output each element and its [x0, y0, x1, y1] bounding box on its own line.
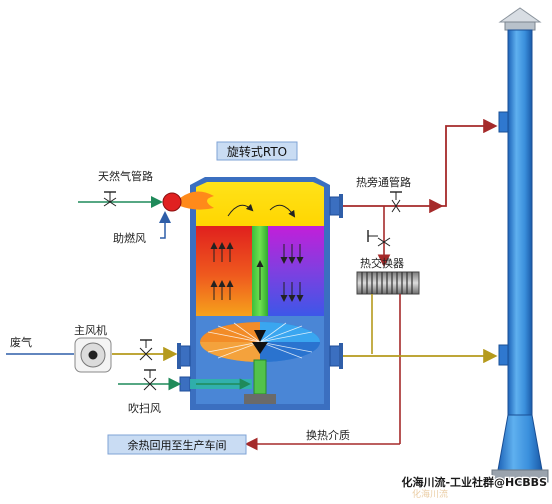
ceramic-bed-right — [268, 226, 324, 316]
bed-flow-arrows — [210, 203, 304, 302]
ceramic-bed-left — [196, 226, 252, 316]
stack-cap — [498, 7, 542, 23]
rto-vessel — [177, 177, 343, 410]
title-rto: 旋转式RTO — [227, 144, 287, 159]
purge-air-line — [118, 369, 252, 391]
label-main-fan: 主风机 — [74, 323, 107, 337]
title-box — [216, 141, 298, 161]
main-fan — [74, 337, 112, 373]
exhaust-stack — [491, 7, 549, 483]
watermark-faint: 化海川流 — [412, 488, 448, 500]
combustion-chamber — [196, 182, 324, 226]
natural-gas-line — [78, 191, 163, 208]
label-natural-gas-pipe: 天然气管路 — [98, 169, 153, 183]
heat-exchanger-lines — [244, 294, 401, 451]
stack-body — [507, 29, 533, 416]
burner-flame — [180, 191, 214, 210]
hot-bypass-line — [343, 118, 498, 268]
waste-heat-reuse-box — [107, 434, 247, 455]
label-heat-medium: 换热介质 — [306, 428, 350, 442]
label-heat-exchanger: 热交换器 — [360, 256, 404, 270]
drive-shaft — [253, 359, 267, 395]
heat-exchanger-body — [356, 271, 420, 295]
burner — [162, 191, 214, 212]
waste-gas-line — [6, 339, 178, 362]
combustion-air-line — [159, 211, 171, 239]
rotary-distributor — [200, 322, 320, 362]
label-bypass-pipe: 热旁通管路 — [356, 175, 411, 189]
label-purge-air: 吹扫风 — [128, 402, 161, 415]
label-waste-heat-reuse: 余热回用至生产车间 — [128, 438, 227, 452]
label-combustion-air: 助燃风 — [113, 231, 146, 245]
burner-head — [162, 192, 182, 212]
watermark: 化海川流-工业社群@HCBBS — [401, 475, 547, 489]
drive-base — [244, 394, 276, 404]
label-waste-gas: 废气 — [10, 335, 32, 349]
heat-exchanger — [356, 271, 420, 295]
